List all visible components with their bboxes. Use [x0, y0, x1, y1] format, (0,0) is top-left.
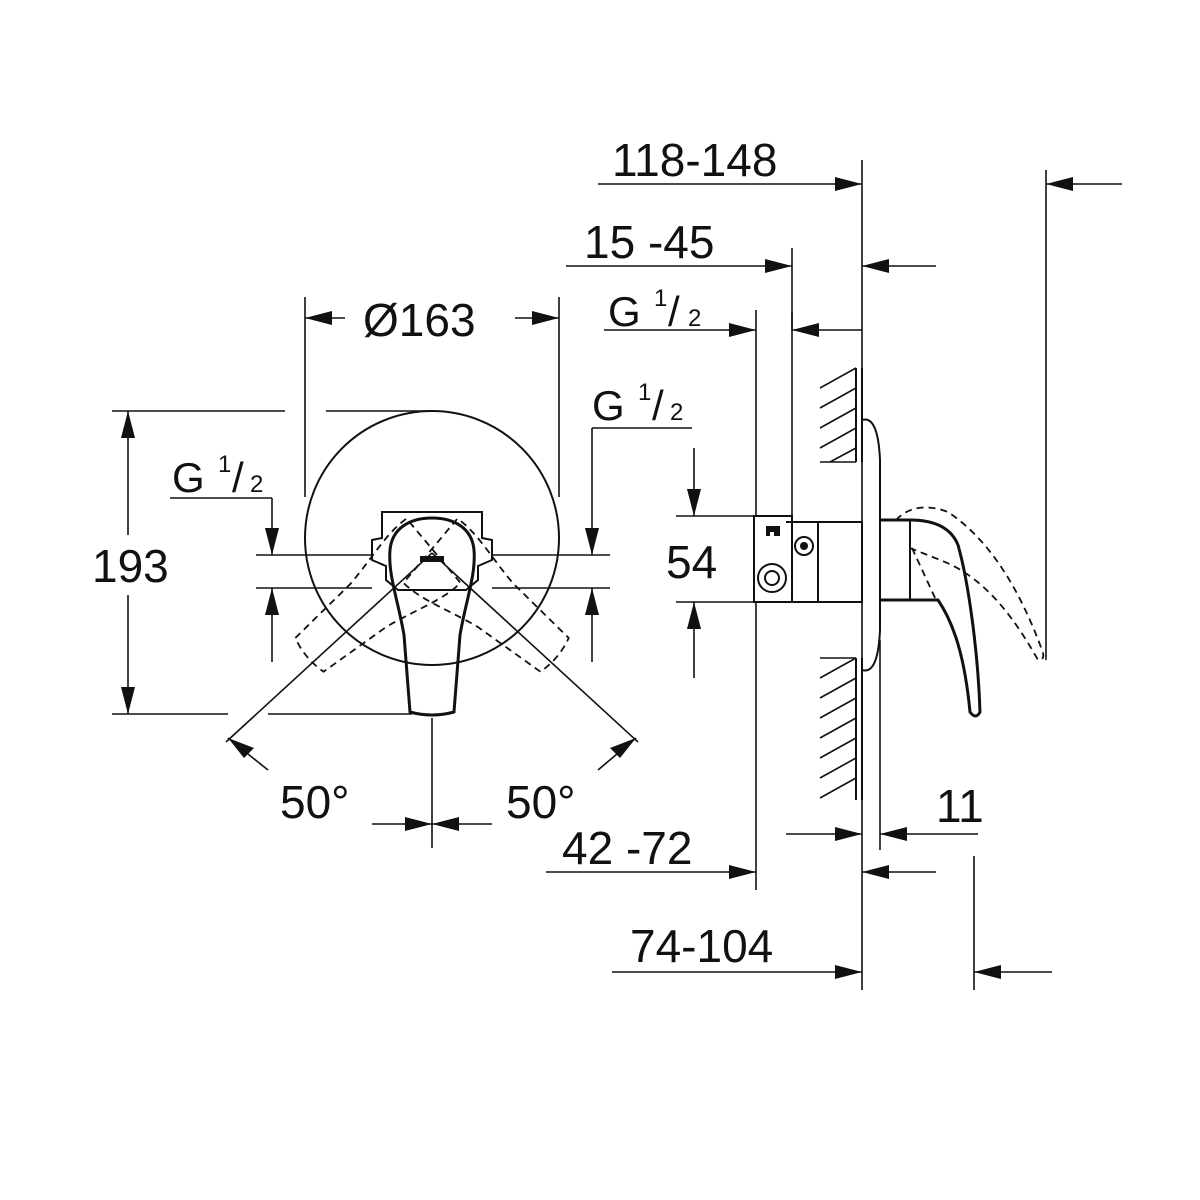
angle-dimensions: 50° 50° [225, 552, 639, 831]
lever-side-profile [880, 518, 982, 718]
svg-text:2: 2 [688, 305, 701, 332]
svg-text:1: 1 [218, 451, 231, 478]
handle-indicator [420, 556, 444, 562]
mixer-body [371, 511, 493, 591]
dim-15-45-label: 15 -45 [584, 216, 714, 268]
dim-11-label: 11 [936, 780, 984, 832]
dim-11: 11 [786, 780, 984, 841]
dim-42-72-label: 42 -72 [562, 822, 692, 874]
angle-right-label: 50° [506, 776, 576, 828]
dim-118-148: 118-148 [598, 134, 1122, 191]
lever-handle [388, 516, 476, 717]
svg-text:G: G [592, 382, 625, 429]
angle-left-label: 50° [280, 776, 350, 828]
svg-text:G: G [608, 288, 641, 335]
height-label: 193 [92, 540, 169, 592]
dim-42-72: 42 -72 [546, 822, 936, 879]
lever-raised-dashed [895, 506, 1045, 661]
svg-text:/: / [652, 382, 664, 429]
escutcheon-plate [304, 410, 560, 666]
diameter-dimension: Ø163 [305, 294, 559, 346]
svg-text:2: 2 [670, 399, 683, 426]
svg-text:G: G [172, 454, 205, 501]
valve-box [753, 515, 793, 603]
inlet-fitting-icon [757, 563, 787, 593]
svg-text:/: / [668, 288, 680, 335]
thread-callout-side: G 1 / 2 [604, 285, 862, 337]
wall-hatch-upper [819, 367, 857, 463]
handle-rotated-right [402, 517, 570, 673]
dim-15-45: 15 -45 [566, 216, 936, 273]
svg-text:1: 1 [654, 285, 667, 312]
box-logo-icon [766, 526, 780, 536]
thread-callout-right: G 1 / 2 [585, 379, 692, 662]
escutcheon-profile [861, 418, 881, 672]
side-view [753, 160, 1047, 990]
svg-text:/: / [232, 454, 244, 501]
dim-118-148-label: 118-148 [612, 134, 777, 186]
cartridge-body [817, 521, 863, 603]
svg-text:1: 1 [638, 379, 651, 406]
height-dimension: 193 [92, 411, 169, 714]
screw-icon [794, 536, 814, 556]
thread-callout-left: G 1 / 2 [170, 451, 279, 662]
dim-54-label: 54 [666, 536, 717, 588]
diameter-label: Ø163 [363, 294, 476, 346]
wall-hatch-lower [819, 657, 857, 799]
front-view [112, 297, 610, 848]
dim-54: 54 [666, 448, 754, 678]
dim-74-104-label: 74-104 [630, 920, 773, 972]
svg-text:2: 2 [250, 471, 263, 498]
dim-74-104: 74-104 [612, 920, 1052, 979]
